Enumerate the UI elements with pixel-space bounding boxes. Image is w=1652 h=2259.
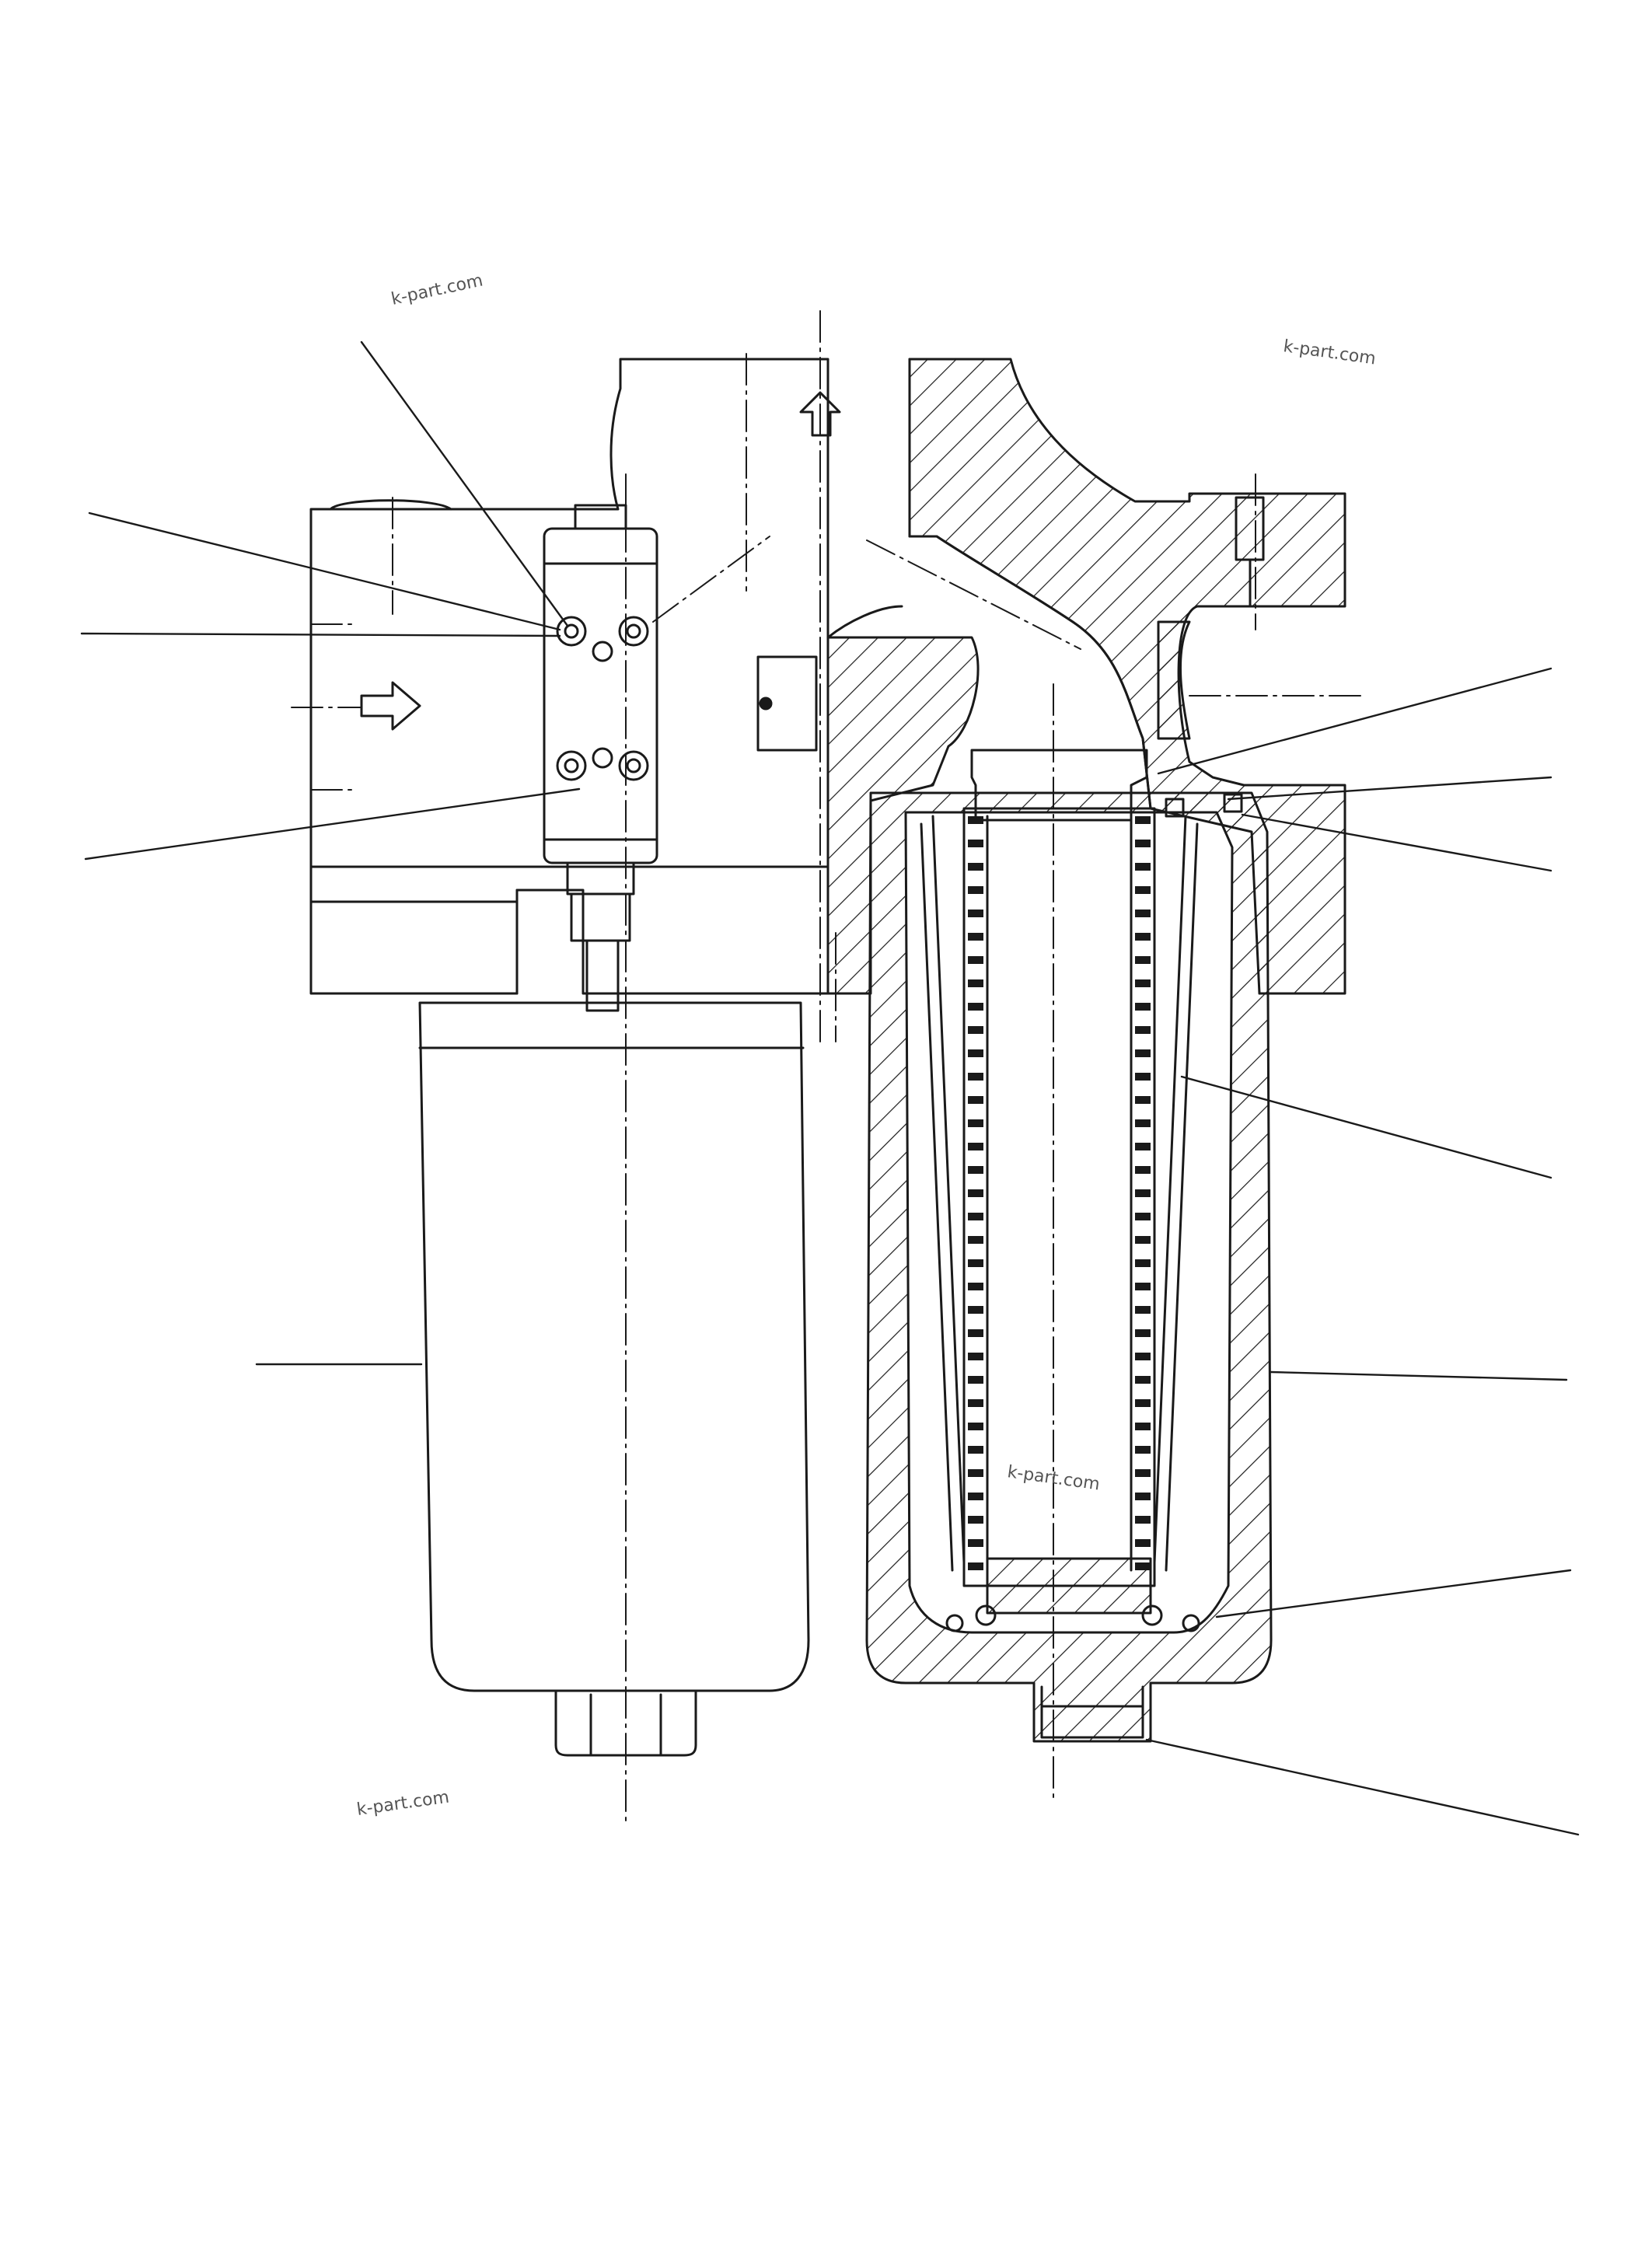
leader-line-11 <box>1215 1569 1572 1618</box>
leader-line-7 <box>1227 776 1552 801</box>
right-flow-passage <box>908 358 1152 810</box>
leader-line-1 <box>360 340 569 627</box>
flow-return-arrow-icon <box>799 391 841 437</box>
small-plate <box>756 655 818 752</box>
leader-line-6 <box>1157 667 1552 775</box>
leader-line-2 <box>88 512 561 631</box>
leader-line-10 <box>1270 1370 1568 1381</box>
leader-line-9 <box>1180 1075 1552 1179</box>
flow-arrow-icon <box>360 681 421 731</box>
watermark-bottom-left: k-part.com <box>355 1788 450 1820</box>
leader-line-3 <box>80 632 561 637</box>
left-head-body <box>309 358 829 995</box>
center-lines <box>291 310 1365 1828</box>
watermark-top-left: k-part.com <box>389 271 484 309</box>
right-filter-bowl-section <box>865 791 1273 1743</box>
leader-line-4 <box>84 787 581 861</box>
filter-element <box>920 749 1200 1632</box>
leader-line-8 <box>1241 813 1552 872</box>
clogging-indicator <box>543 504 658 1012</box>
leader-lines <box>80 340 1580 1836</box>
left-filter-canister <box>418 1001 810 1757</box>
leader-line-12 <box>1145 1738 1580 1836</box>
watermark-top-right: k-part.com <box>1282 337 1377 368</box>
